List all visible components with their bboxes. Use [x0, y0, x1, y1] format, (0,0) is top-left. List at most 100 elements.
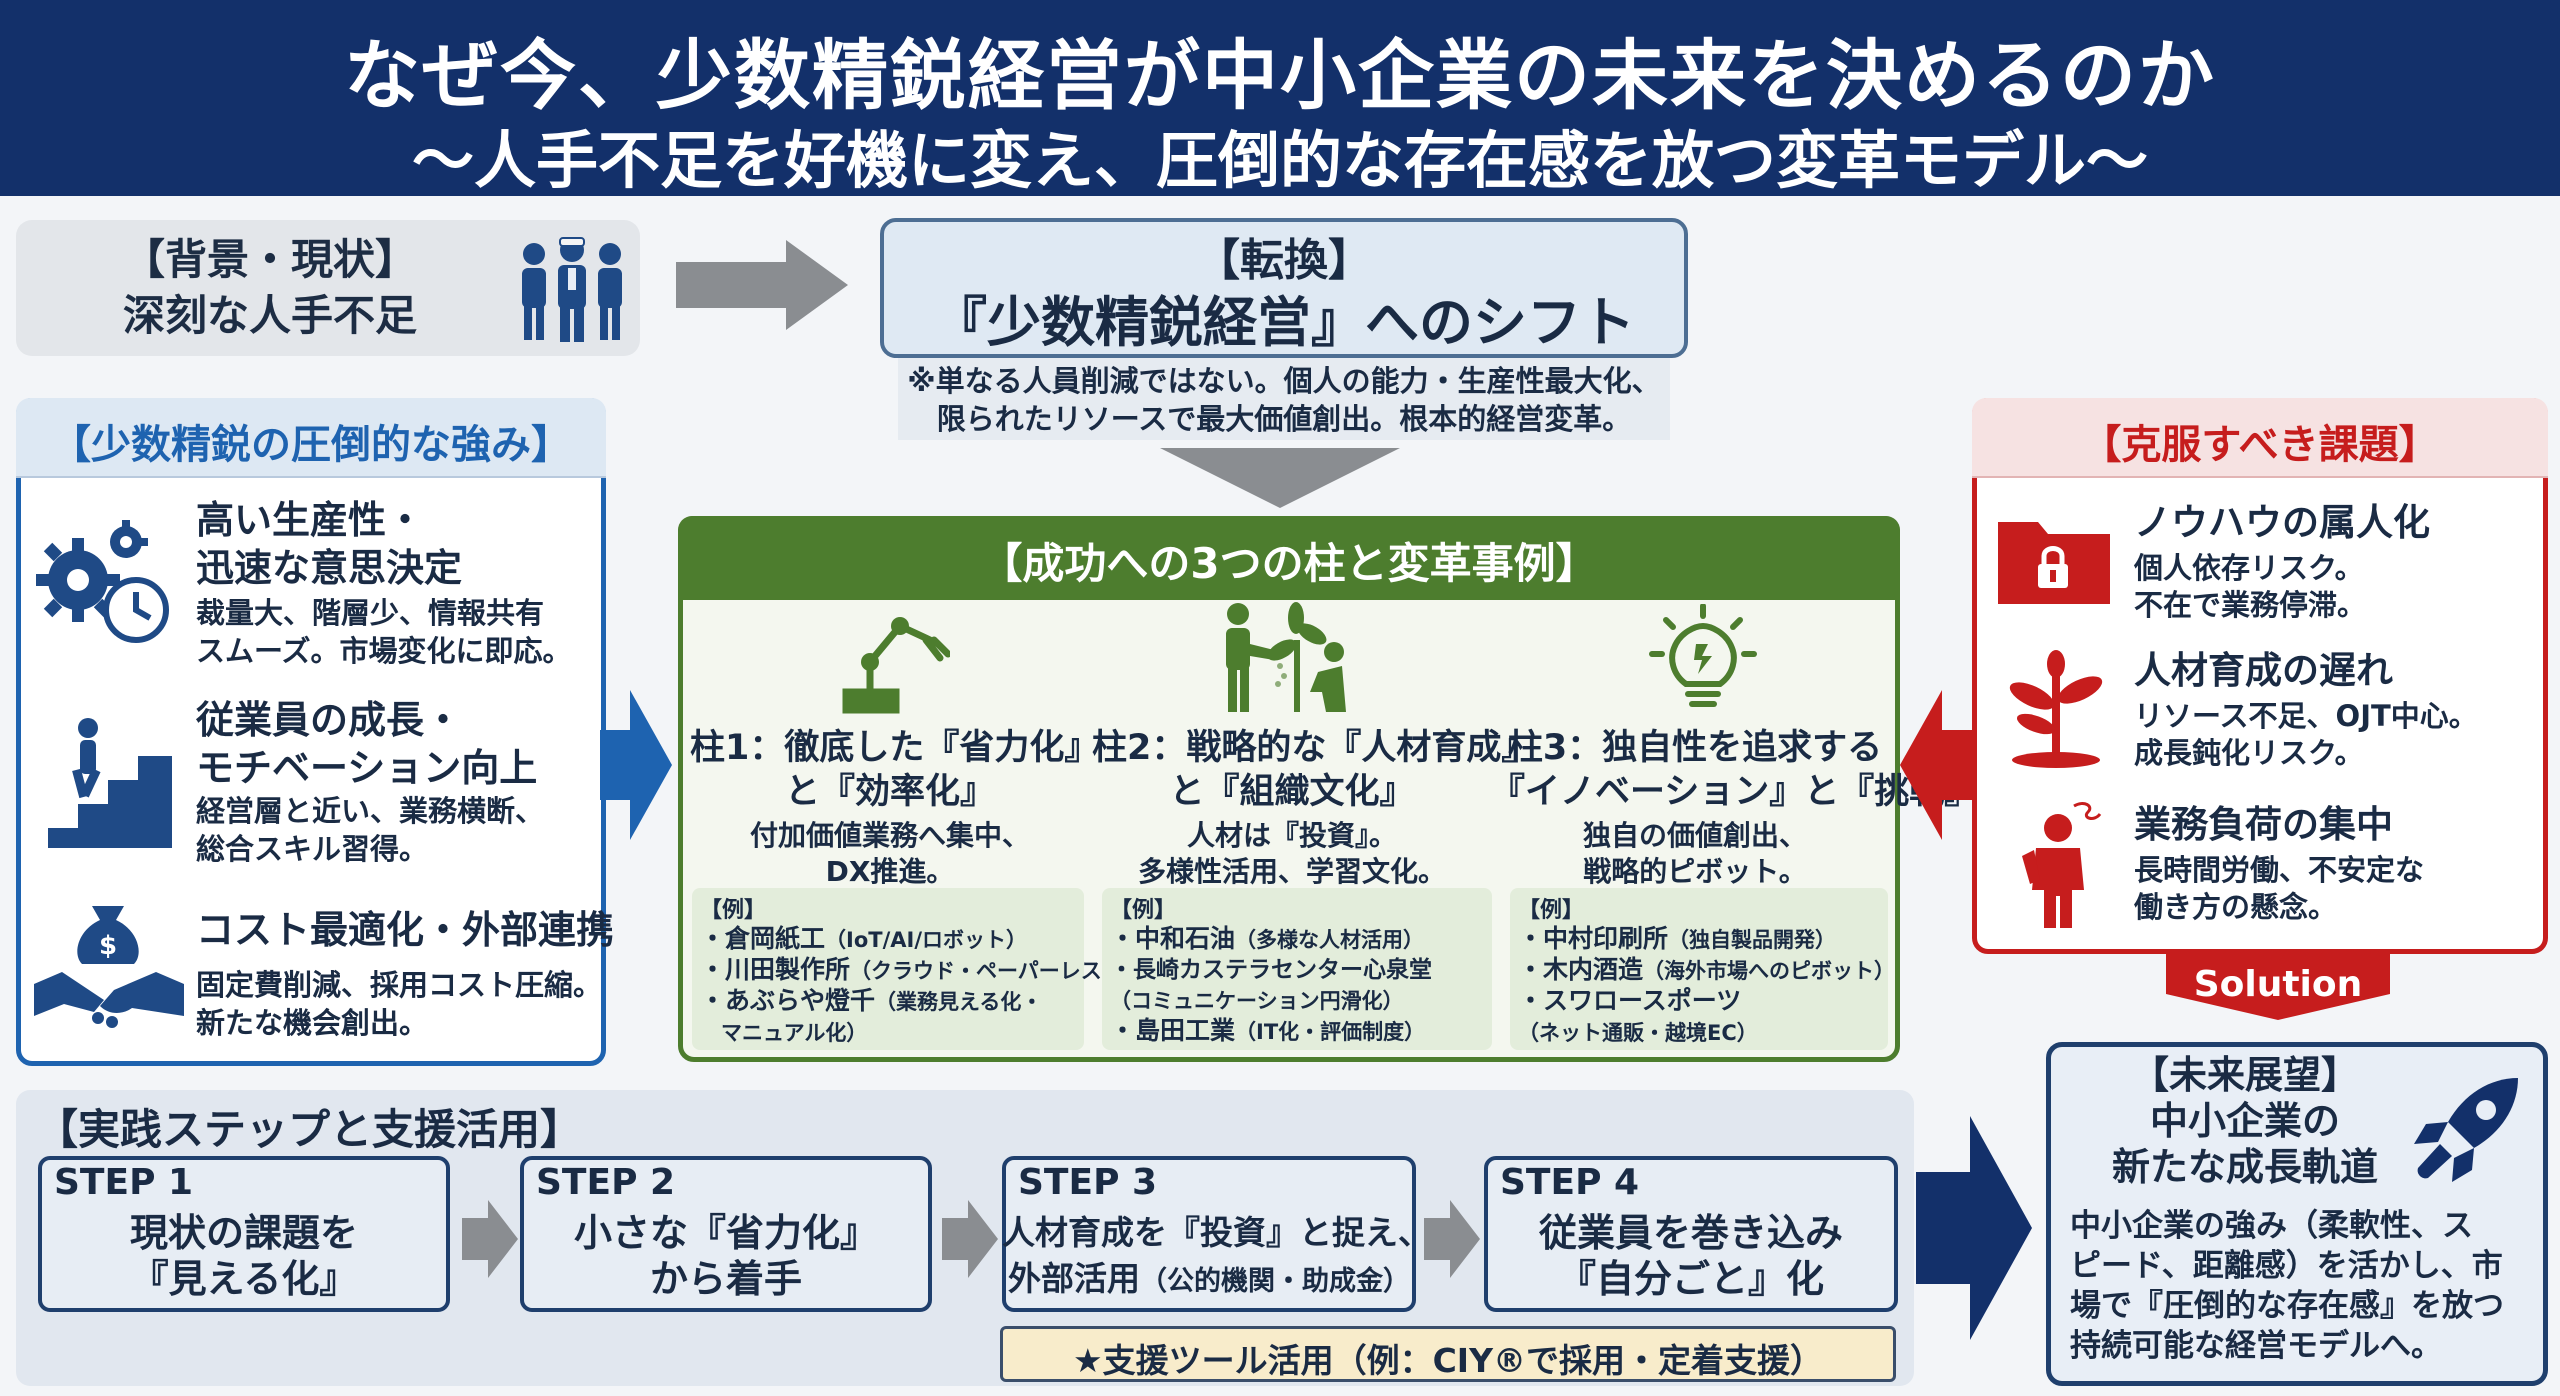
pillar-2-cases [1102, 888, 1492, 1050]
step-4-text: 従業員を巻き込み 『自分ごと』化 [1484, 1210, 1898, 1302]
background-issue: 深刻な人手不足 [122, 291, 417, 340]
step-arrow-right [942, 1200, 998, 1278]
issues-header [1972, 398, 2548, 478]
issue-3-title: 業務負荷の集中 [2134, 803, 2393, 846]
background-text: 【背景・現状】 深刻な人手不足 [40, 232, 500, 344]
lightbulb-icon [1649, 604, 1757, 707]
wilting-plant-icon [2009, 650, 2103, 768]
example-label: 【例】 [1110, 898, 1177, 923]
stairs-climb-icon [48, 718, 172, 848]
strength-title-line: 従業員の成長・ [196, 698, 463, 742]
case-item: ・倉岡紙工（IoT/AI/ロボット） [700, 924, 1123, 955]
shift-note: ※単なる人員削減ではない。個人の能力・生産性最大化、 限られたリソースで最大価値… [898, 358, 1670, 440]
case-item: （ネット通販・越境EC） [1518, 1017, 1895, 1048]
pillar-3-cases [1510, 888, 1888, 1050]
gears-clock-icon [36, 520, 169, 643]
issues-title: 【克服すべき課題】 [2081, 422, 2439, 468]
strength-desc-line: 経営層と近い、業務横断、 [196, 794, 545, 828]
step-3-text: 人材育成を『投資』と捉え、 外部活用（公的機関・助成金） [1002, 1210, 1431, 1305]
issue-desc-line: 長時間労働、不安定な [2134, 853, 2425, 887]
step-2-box [520, 1156, 932, 1312]
issue-desc-line: 個人依存リスク。 [2134, 551, 2364, 585]
case-item: ・川田製作所（クラウド・ペーパーレス） [700, 955, 1123, 986]
future-desc-line: ピード、距離感）を活かし、市 [2070, 1248, 2503, 1284]
step-4-box [1484, 1156, 1898, 1312]
issue-3-desc: 長時間労働、不安定な 働き方の懸念。 [2134, 852, 2424, 926]
step-2-text: 小さな『省力化』 から着手 [520, 1210, 932, 1302]
issue-1-desc: 個人依存リスク。 不在で業務停滞。 [2134, 550, 2366, 624]
pillars-title: 【成功への3つの柱と変革事例】 [980, 539, 1598, 588]
pillar-3-case-list: 【例】 ・中村印刷所（独自製品開発） ・木内酒造（海外市場へのピボット） ・スワ… [1518, 892, 1895, 1048]
future-desc-line: 中小企業の強み（柔軟性、ス [2070, 1208, 2473, 1244]
case-name: ・島田工業 [1110, 1016, 1236, 1045]
case-detail: （IT化・評価制度） [1235, 1020, 1426, 1044]
future-heading: 【未来展望】 中小企業の 新たな成長軌道 [2060, 1052, 2430, 1190]
rocket-icon [2414, 1078, 2518, 1182]
shift-title: 『少数精鋭経営』へのシフト [933, 291, 1635, 354]
example-label: 【例】 [700, 898, 767, 923]
pillar-3-desc: 独自の価値創出、 戦略的ピボット。 [1490, 818, 1900, 890]
case-item: ・島田工業（IT化・評価制度） [1110, 1016, 1432, 1047]
money-handshake-icon: $ [34, 906, 184, 1028]
case-item: ・木内酒造（海外市場へのピボット） [1518, 955, 1895, 986]
solution-label: Solution [2193, 964, 2363, 1005]
step-4-number: STEP 4 [1500, 1162, 1640, 1203]
steps-title: 【実践ステップと支援活用】 [36, 1105, 583, 1154]
pillar-desc-line: 戦略的ピボット。 [1583, 855, 1807, 888]
strength-1-desc: 裁量大、階層少、情報共有 スムーズ。市場変化に即応。 [196, 594, 572, 670]
pillar-2-title: 柱2：戦略的な『人材育成』 と『組織文化』 [1092, 726, 1536, 814]
pillar-desc-line: 多様性活用、学習文化。 [1137, 855, 1446, 888]
strengths-header [16, 398, 606, 478]
gray-arrow-down [1160, 448, 1400, 508]
strength-2-desc: 経営層と近い、業務横断、 総合スキル習得。 [196, 792, 544, 868]
step-text-line: 『見える化』 [130, 1257, 358, 1301]
strengths-title: 【少数精鋭の圧倒的な強み】 [51, 422, 571, 468]
pillar-title-line: 柱1：徹底した『省力化』 [690, 728, 1100, 768]
case-name: ・中和石油 [1110, 924, 1236, 953]
future-panel [2046, 1042, 2548, 1386]
future-desc-line: 持続可能な経営モデルへ。 [2070, 1328, 2442, 1364]
case-item: ・スワロースポーツ [1518, 986, 1895, 1017]
navy-arrow-right [1916, 1116, 2032, 1340]
case-item: ・長崎カステラセンター心泉堂 [1110, 955, 1432, 985]
shift-label: 【転換】 [1196, 235, 1372, 286]
pillar-title-line: 『イノベーション』と『挑戦』 [1490, 772, 1980, 812]
growing-people-icon [1226, 602, 1346, 712]
robot-arm-icon [842, 617, 950, 714]
pillar-1-title: 柱1：徹底した『省力化』 と『効率化』 [690, 726, 1100, 814]
case-detail: （ネット通販・越境EC） [1518, 1021, 1758, 1045]
strength-desc-line: 総合スキル習得。 [196, 832, 429, 866]
future-label: 【未来展望】 [2130, 1053, 2359, 1097]
blue-arrow-right [600, 690, 672, 840]
support-tool-box [1000, 1326, 1896, 1382]
case-detail: マニュアル化） [700, 1021, 868, 1045]
strength-desc-line: 新たな機会創出。 [196, 1006, 429, 1040]
shift-box [880, 218, 1688, 358]
step-3-box [1002, 1156, 1416, 1312]
red-arrow-left [1900, 690, 1972, 840]
pillar-1-case-list: 【例】 ・倉岡紙工（IoT/AI/ロボット） ・川田製作所（クラウド・ペーパーレ… [700, 892, 1123, 1048]
step-text-line: 『自分ごと』化 [1557, 1257, 1824, 1301]
step-text-line: 現状の課題を [129, 1211, 358, 1255]
case-detail: （海外市場へのピボット） [1643, 959, 1896, 983]
gray-arrow-right [676, 240, 848, 330]
future-line: 中小企業の [2149, 1099, 2340, 1143]
strength-2-title: 従業員の成長・ モチベーション向上 [196, 696, 537, 792]
page-subtitle: ～人手不足を好機に変え、圧倒的な存在感を放つ変革モデル～ [411, 124, 2148, 197]
case-detail: （多様な人材活用） [1235, 928, 1425, 952]
strength-title-line: 高い生産性・ [196, 498, 425, 542]
step-1-number: STEP 1 [54, 1162, 194, 1203]
background-label: 【背景・現状】 [122, 235, 417, 284]
step-2-number: STEP 2 [536, 1162, 676, 1203]
step-arrow-right [462, 1200, 518, 1278]
stressed-person-icon [2022, 802, 2102, 928]
case-item: ・中和石油（多様な人材活用） [1110, 924, 1432, 955]
pillar-1-desc: 付加価値業務へ集中、 DX推進。 [690, 818, 1090, 890]
strength-3-title: コスト最適化・外部連携 [196, 908, 615, 952]
workers-icon [522, 237, 622, 342]
strength-title-line: モチベーション向上 [196, 746, 538, 790]
case-detail: （業務見える化・ [875, 990, 1043, 1014]
svg-text:$: $ [99, 931, 117, 961]
step-text-line: 小さな『省力化』 [573, 1211, 878, 1255]
issue-desc-line: 成長鈍化リスク。 [2134, 736, 2364, 770]
